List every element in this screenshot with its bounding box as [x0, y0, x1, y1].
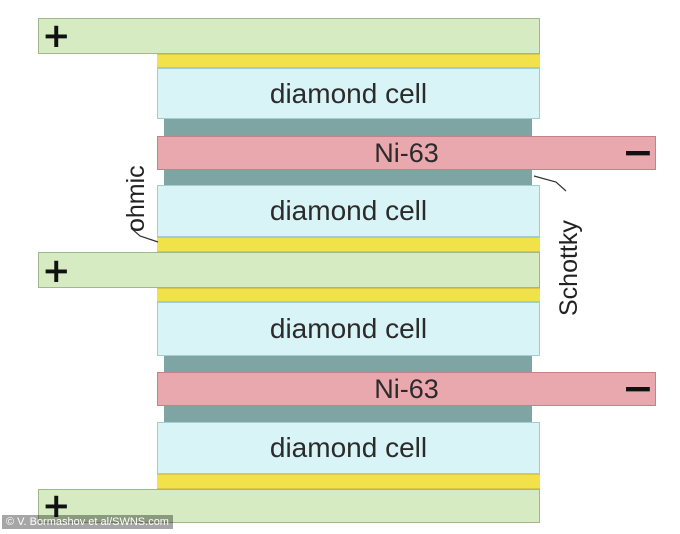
ohmic-leader-line: [130, 227, 159, 243]
diamond-cell-3: diamond cell: [157, 302, 540, 356]
diamond-cell-4: diamond cell: [157, 422, 540, 474]
diamond-cell-label-3: diamond cell: [269, 313, 428, 344]
ohmic-contact-3: [157, 288, 540, 302]
schottky-contact-3: [164, 356, 532, 372]
diamond-cell-label-4: diamond cell: [269, 432, 428, 463]
diamond-cell-2: diamond cell: [157, 185, 540, 237]
positive-sign-1: +: [42, 16, 71, 56]
diamond-cell-label-2: diamond cell: [269, 195, 428, 226]
negative-sign-2: −: [622, 366, 654, 410]
schottky-contact-2: [164, 170, 532, 185]
ohmic-contact-2: [157, 237, 540, 252]
positive-terminal-3: [38, 489, 540, 523]
ni63-label-1: Ni-63: [374, 137, 439, 168]
diamond-cell-1: diamond cell: [157, 68, 540, 119]
positive-sign-3: +: [42, 486, 71, 526]
schottky-label: Schottky: [555, 220, 583, 316]
negative-sign-1: −: [622, 130, 654, 174]
ni63-label-2: Ni-63: [374, 373, 439, 404]
ohmic-contact-1: [157, 54, 540, 68]
positive-terminal-1: [38, 18, 540, 54]
ohmic-label: ohmic: [122, 165, 150, 232]
schottky-contact-1: [164, 119, 532, 136]
positive-terminal-2: [38, 252, 540, 288]
schottky-leader-line: [533, 175, 567, 192]
ohmic-contact-4: [157, 474, 540, 489]
diamond-cell-label-1: diamond cell: [269, 77, 428, 109]
ni63-source-1: Ni-63: [157, 136, 656, 170]
positive-sign-2: +: [42, 251, 71, 291]
image-credit: © V. Bormashov et al/SWNS.com: [2, 515, 173, 529]
schottky-contact-4: [164, 406, 532, 422]
ni63-source-2: Ni-63: [157, 372, 656, 406]
